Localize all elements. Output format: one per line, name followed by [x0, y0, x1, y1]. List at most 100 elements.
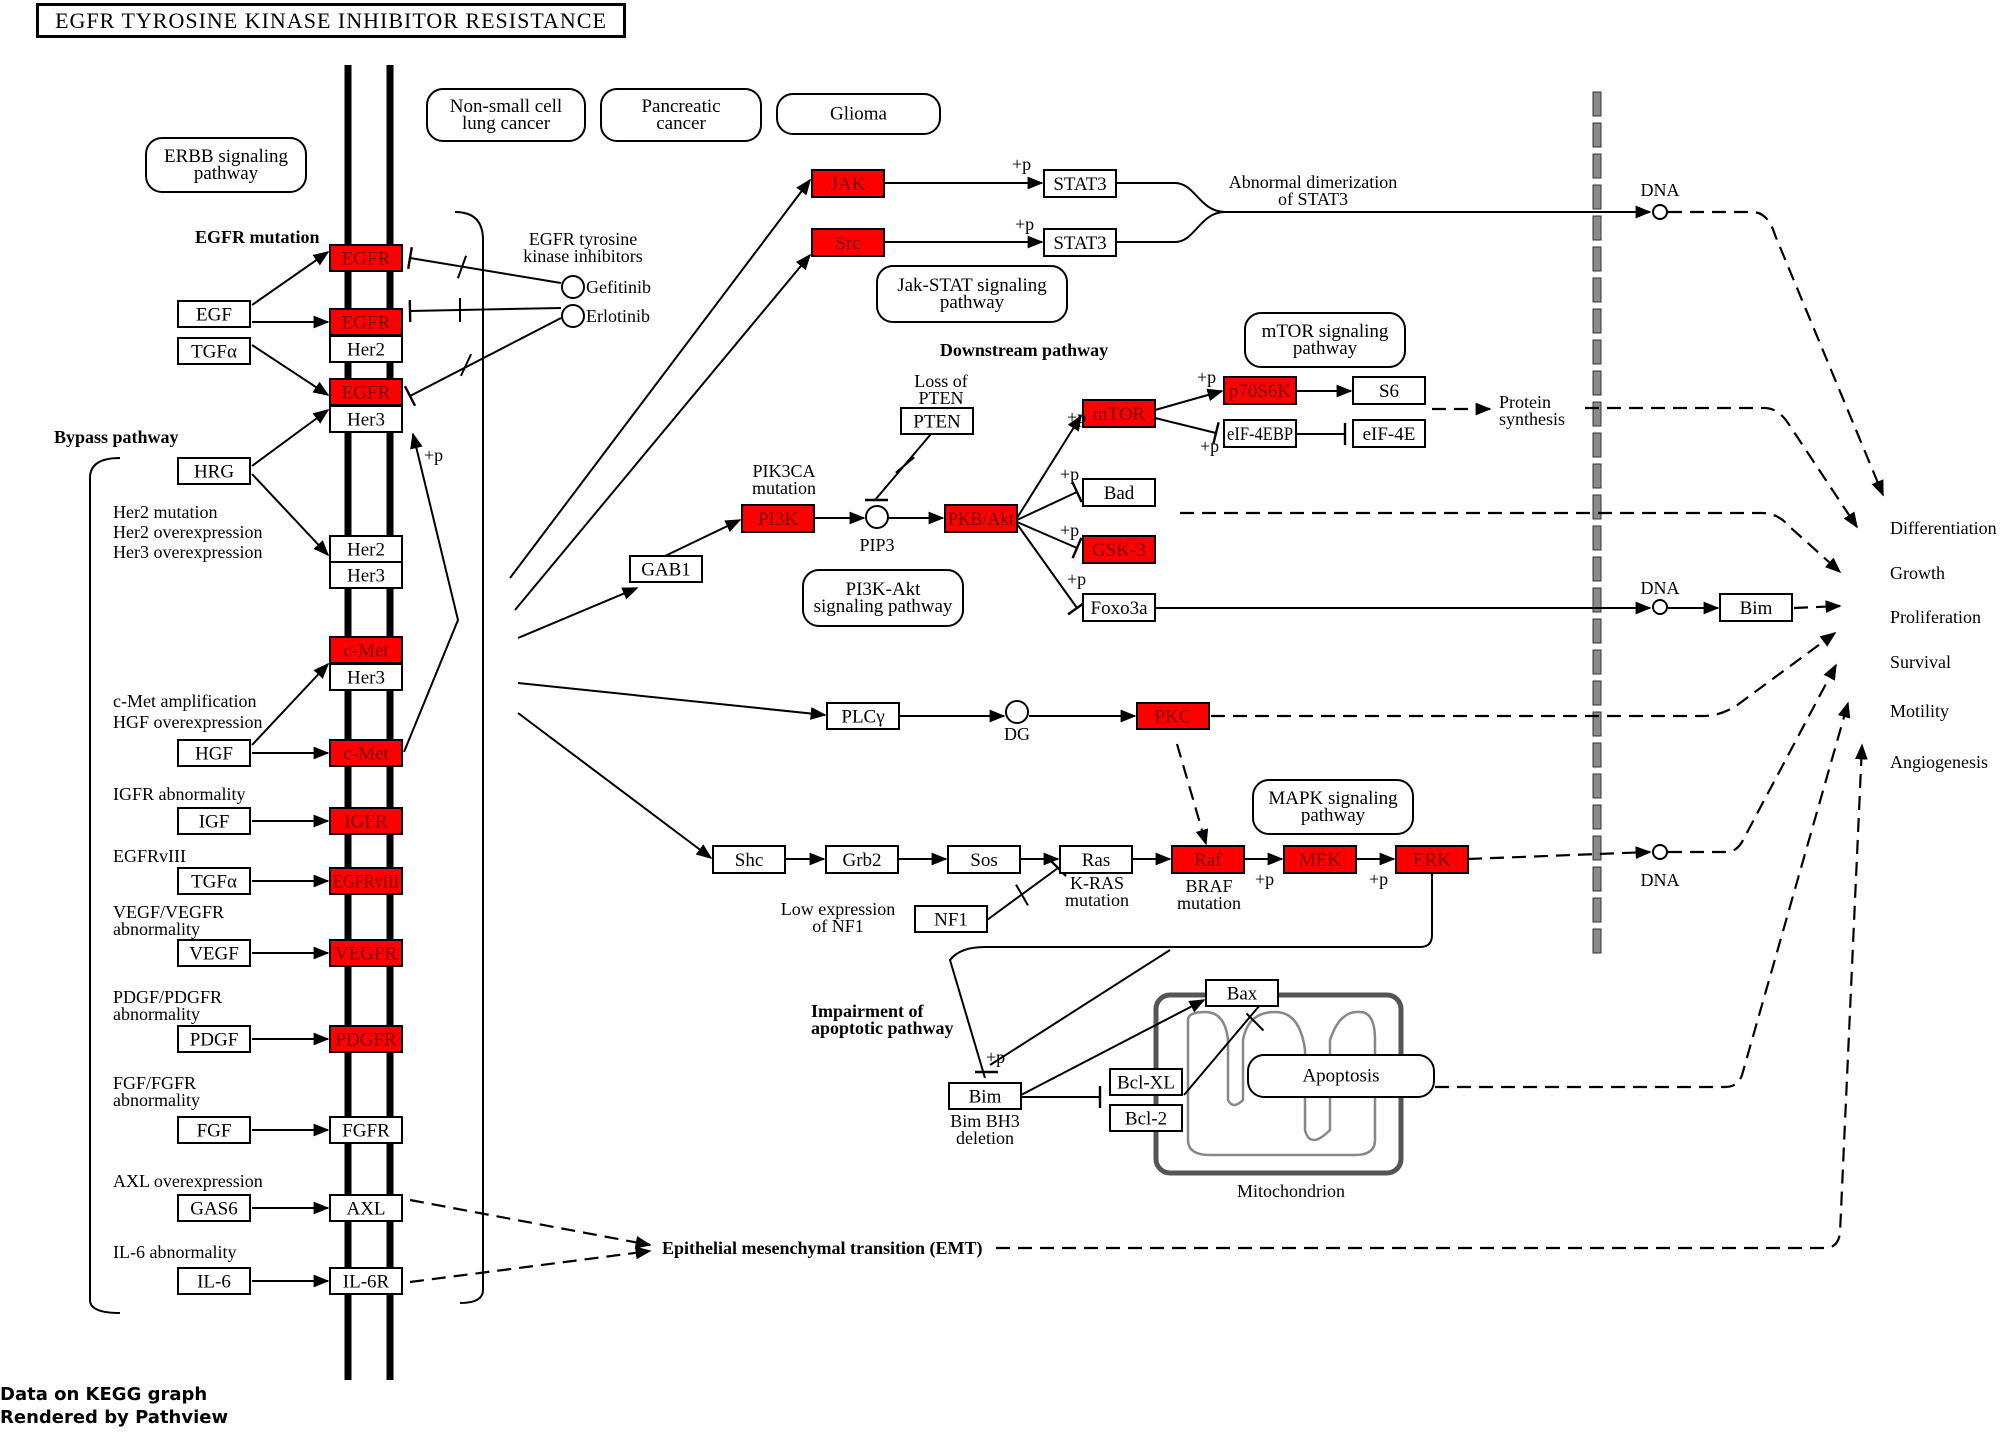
- gene-node-plcg[interactable]: PLCγ: [826, 702, 900, 730]
- outcome-motility[interactable]: Motility: [1890, 701, 1949, 721]
- gene-node-igfr[interactable]: IGFR: [329, 807, 403, 835]
- gene-label: mTOR: [1093, 404, 1146, 425]
- gene-node-jak[interactable]: JAK: [811, 169, 885, 198]
- pathway-link-apoptosis[interactable]: Apoptosis: [1247, 1054, 1435, 1098]
- gene-node-pten[interactable]: PTEN: [900, 407, 974, 435]
- gene-node-foxo3a[interactable]: Foxo3a: [1082, 593, 1156, 622]
- gene-node-pkc[interactable]: PKC: [1136, 702, 1210, 730]
- annotation-line: abnormality: [113, 919, 200, 939]
- gene-node-egfrviii[interactable]: EGFRvIII: [329, 867, 403, 895]
- gene-node-il6[interactable]: IL-6: [177, 1267, 251, 1295]
- nuclear-membrane-segment: [1592, 122, 1602, 148]
- compound-gefitinib[interactable]: Gefitinib: [561, 275, 651, 299]
- gene-node-pdgfr[interactable]: PDGFR: [329, 1025, 403, 1053]
- outcome-survival[interactable]: Survival: [1890, 652, 1951, 672]
- gene-node-eif4ebp[interactable]: eIF-4EBP: [1223, 419, 1297, 448]
- compound-dg[interactable]: DG: [1004, 700, 1030, 744]
- gene-node-vegf[interactable]: VEGF: [177, 939, 251, 967]
- pathway-link-glioma[interactable]: Glioma: [776, 93, 941, 135]
- compound-dna3[interactable]: DNA: [1641, 844, 1680, 890]
- gene-node-tgfa1[interactable]: TGFα: [177, 337, 251, 365]
- phosphorylation-label: +p: [424, 445, 443, 465]
- gene-node-raf[interactable]: Raf: [1171, 845, 1245, 874]
- outcome-angiogenesis[interactable]: Angiogenesis: [1890, 752, 1988, 772]
- gene-node-pi3k[interactable]: PI3K: [741, 504, 815, 533]
- compound-erlotinib[interactable]: Erlotinib: [561, 304, 650, 328]
- gene-node-fgf[interactable]: FGF: [177, 1116, 251, 1144]
- gene-node-gsk3[interactable]: GSK-3: [1082, 535, 1156, 564]
- gene-node-s6[interactable]: S6: [1352, 376, 1426, 405]
- annotation-line: FGF/FGFR: [113, 1073, 196, 1093]
- gene-node-stat3b[interactable]: STAT3: [1043, 228, 1117, 257]
- annotation-line: EGFR tyrosine: [529, 229, 638, 249]
- gene-node-bcl2[interactable]: Bcl-2: [1109, 1104, 1183, 1132]
- gene-node-bad[interactable]: Bad: [1082, 478, 1156, 507]
- gene-node-bim2[interactable]: Bim: [1719, 593, 1793, 622]
- compound-dna2[interactable]: DNA: [1641, 578, 1680, 615]
- compound-pip3[interactable]: PIP3: [859, 505, 895, 555]
- gene-node-il6r[interactable]: IL-6R: [329, 1267, 403, 1295]
- gene-node-erk[interactable]: ERK: [1395, 845, 1469, 874]
- gene-node-hgf[interactable]: HGF: [177, 739, 251, 767]
- gene-node-her2b[interactable]: Her2: [329, 535, 403, 563]
- gene-node-eif4e[interactable]: eIF-4E: [1352, 419, 1426, 448]
- gene-node-egfr3[interactable]: EGFR: [329, 378, 403, 406]
- gene-node-gab1[interactable]: GAB1: [629, 555, 703, 583]
- gene-node-her3a[interactable]: Her3: [329, 405, 403, 433]
- gene-node-gas6[interactable]: GAS6: [177, 1194, 251, 1222]
- pathway-link-label: pathway: [1293, 338, 1358, 359]
- compound-dna1[interactable]: DNA: [1641, 180, 1680, 220]
- gene-node-her3c[interactable]: Her3: [329, 663, 403, 691]
- gene-node-bax[interactable]: Bax: [1205, 979, 1279, 1007]
- gene-node-grb2[interactable]: Grb2: [825, 845, 899, 874]
- annotation-line: abnormality: [113, 1004, 200, 1024]
- gene-node-akt[interactable]: PKB/Akt: [944, 504, 1018, 533]
- outcome-differentiation[interactable]: Differentiation: [1890, 518, 1997, 538]
- gene-node-sos[interactable]: Sos: [947, 845, 1021, 874]
- gene-label: VEGFR: [335, 944, 398, 965]
- gene-node-vegfr[interactable]: VEGFR: [329, 939, 403, 967]
- gene-node-egfr2[interactable]: EGFR: [329, 308, 403, 336]
- gene-node-p70s6k[interactable]: p70S6K: [1223, 376, 1297, 405]
- gene-node-cmet1[interactable]: c-Met: [329, 636, 403, 664]
- gene-node-stat3a[interactable]: STAT3: [1043, 169, 1117, 198]
- gene-node-hrg[interactable]: HRG: [177, 457, 251, 485]
- gene-node-bclxl[interactable]: Bcl-XL: [1109, 1068, 1183, 1096]
- gene-node-shc[interactable]: Shc: [712, 845, 786, 874]
- gene-node-ras[interactable]: Ras: [1059, 845, 1133, 874]
- gene-label: eIF-4EBP: [1227, 424, 1293, 445]
- gene-node-cmet2[interactable]: c-Met: [329, 739, 403, 767]
- gene-node-fgfr[interactable]: FGFR: [329, 1116, 403, 1144]
- gene-node-egfr1[interactable]: EGFR: [329, 244, 403, 272]
- gene-node-bim1[interactable]: Bim: [948, 1082, 1022, 1110]
- gene-node-tgfa2[interactable]: TGFα: [177, 867, 251, 895]
- gene-node-her3b[interactable]: Her3: [329, 561, 403, 589]
- edge-il6r-emt: [409, 1246, 652, 1284]
- gene-node-pdgf[interactable]: PDGF: [177, 1025, 251, 1053]
- gene-label: PKB/Akt: [948, 509, 1015, 530]
- gene-node-nf1[interactable]: NF1: [914, 905, 988, 933]
- gene-node-src[interactable]: Src: [811, 228, 885, 257]
- gene-node-her2a[interactable]: Her2: [329, 335, 403, 363]
- gene-node-igf[interactable]: IGF: [177, 807, 251, 835]
- outcome-proliferation[interactable]: Proliferation: [1890, 607, 1981, 627]
- blocked-mark: [1015, 884, 1029, 906]
- gene-node-mek[interactable]: MEK: [1283, 845, 1357, 874]
- outcome-growth[interactable]: Growth: [1890, 563, 1945, 583]
- inhibition-bar: [1071, 537, 1083, 559]
- gene-node-axl[interactable]: AXL: [329, 1194, 403, 1222]
- gene-node-mtor[interactable]: mTOR: [1082, 399, 1156, 428]
- pathway-link-label: mTOR signaling: [1262, 321, 1389, 342]
- gene-node-egf[interactable]: EGF: [177, 300, 251, 328]
